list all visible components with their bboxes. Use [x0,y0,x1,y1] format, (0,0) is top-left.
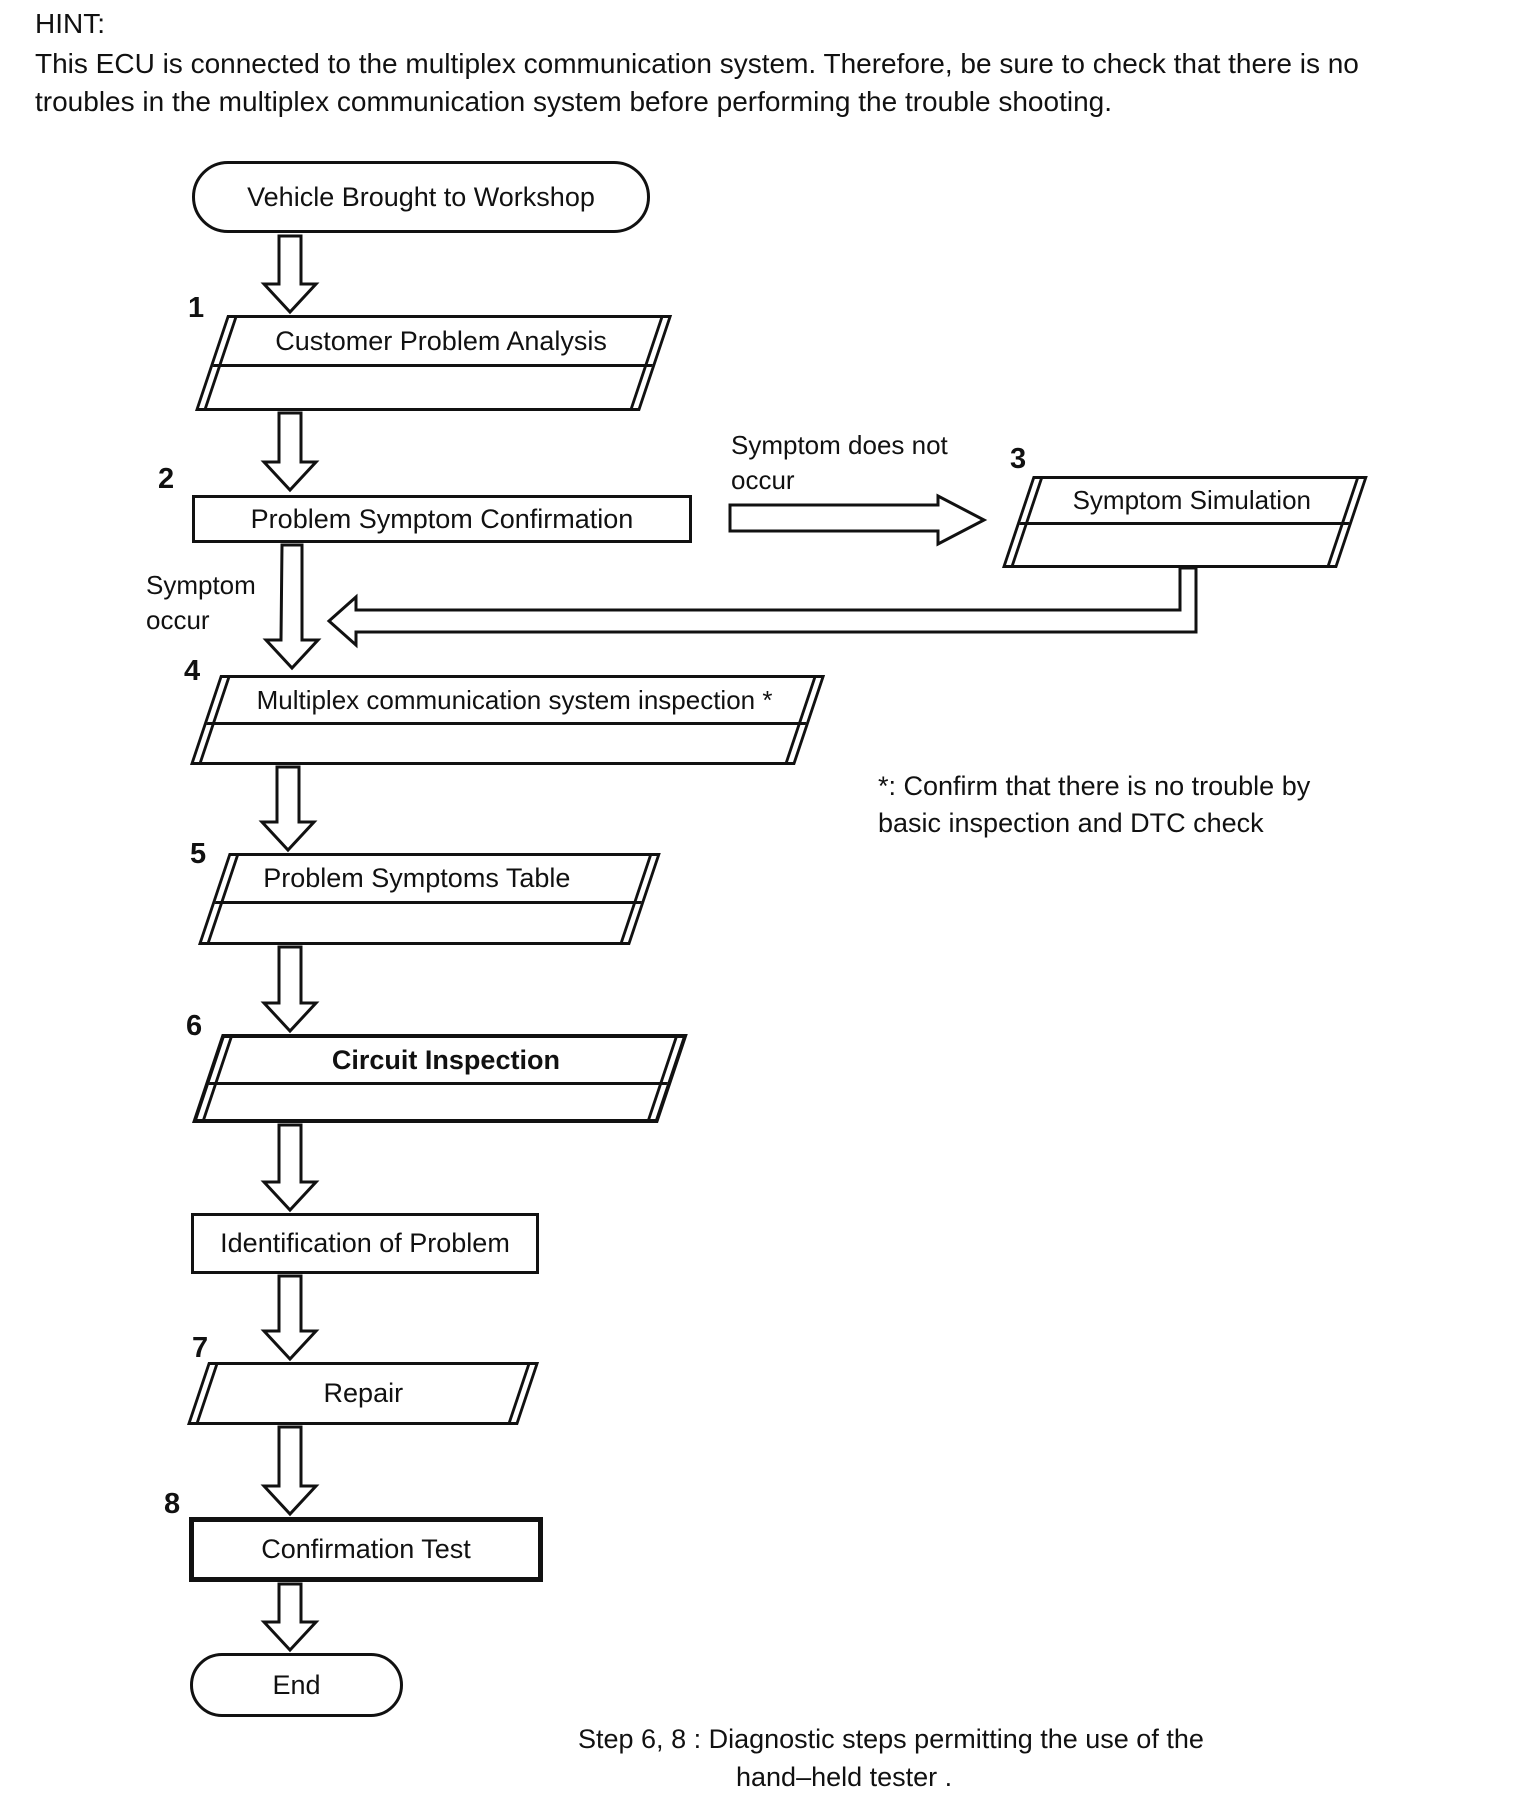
caption-line2: hand–held tester . [736,1762,953,1792]
node-step6-empty-row [197,1085,666,1119]
hint-title: HINT: [35,8,105,39]
arrow-step5-to-step6 [260,945,320,1034]
node-step4: Multiplex communication system inspectio… [190,675,826,765]
node-step4-label: Multiplex communication system inspectio… [256,684,773,715]
node-step8-label: Confirmation Test [261,1534,471,1564]
node-step1: Customer Problem Analysis [195,315,673,411]
arrow-identification-to-step7 [260,1274,320,1362]
asterisk-note-line2: basic inspection and DTC check [878,808,1264,838]
node-step5-label: Problem Symptoms Table [263,863,571,893]
step7-number: 7 [192,1332,209,1364]
node-step2: Problem Symptom Confirmation [192,495,692,543]
arrow-step2-to-step4 [262,543,322,671]
caption-line1: Step 6, 8 : Diagnostic steps permitting … [578,1724,1204,1754]
node-step5-title-row: Problem Symptoms Table [214,856,657,904]
arrow-step4-to-step5 [258,765,318,853]
arrow-start-to-step1 [260,234,320,315]
node-step5-empty-row [202,904,641,942]
arrow-step7-to-step8 [260,1425,320,1517]
arrow-step2-to-step3 [728,493,988,547]
node-end: End [190,1653,403,1717]
node-step1-title-row: Customer Problem Analysis [212,318,669,367]
node-step3-empty-row [1006,525,1348,565]
node-identification-label: Identification of Problem [220,1228,510,1258]
node-step5: Problem Symptoms Table [198,853,661,945]
hint-body-line1: This ECU is connected to the multiplex c… [35,48,1359,79]
node-step2-label: Problem Symptom Confirmation [250,503,634,534]
node-step3-label: Symptom Simulation [1072,485,1312,515]
node-step3: Symptom Simulation [1002,476,1368,568]
node-start: Vehicle Brought to Workshop [192,161,650,233]
node-step4-empty-row [194,725,805,762]
asterisk-note: *: Confirm that there is no trouble by b… [878,768,1310,842]
node-step1-empty-row [199,367,652,408]
arrow-step3-return [326,566,1198,649]
node-step7-label: Repair [323,1378,403,1408]
step6-number: 6 [186,1010,203,1042]
node-identification: Identification of Problem [191,1213,539,1274]
node-step8: Confirmation Test [189,1517,543,1582]
node-step6-title-row: Circuit Inspection [208,1038,683,1085]
node-step6: Circuit Inspection [192,1034,688,1123]
label-symptom-occur: Symptom occur [146,568,256,638]
label-symptom-does-not-occur: Symptom does not occur [731,428,948,498]
label-symptom-does-not-occur-line2: occur [731,465,795,495]
arrow-step8-to-end [260,1582,320,1653]
step5-number: 5 [190,838,207,870]
label-symptom-occur-line2: occur [146,605,210,635]
node-step1-label: Customer Problem Analysis [275,325,607,356]
step8-number: 8 [164,1488,181,1520]
step1-number: 1 [188,292,205,324]
node-step4-title-row: Multiplex communication system inspectio… [206,678,822,725]
node-step7: Repair [187,1362,540,1425]
node-step7-title-row: Repair [191,1365,535,1422]
label-symptom-occur-line1: Symptom [146,570,256,600]
node-start-label: Vehicle Brought to Workshop [247,181,595,212]
arrow-step1-to-step2 [260,411,320,493]
node-step6-label: Circuit Inspection [332,1044,561,1075]
node-step3-title-row: Symptom Simulation [1019,479,1364,525]
step2-number: 2 [158,463,175,495]
label-symptom-does-not-occur-line1: Symptom does not [731,430,948,460]
hint-body-line2: troubles in the multiplex communication … [35,86,1112,117]
asterisk-note-line1: *: Confirm that there is no trouble by [878,771,1311,801]
step3-number: 3 [1010,443,1027,475]
step4-number: 4 [184,655,201,687]
arrow-step6-to-identification [260,1123,320,1213]
node-end-label: End [272,1669,321,1700]
